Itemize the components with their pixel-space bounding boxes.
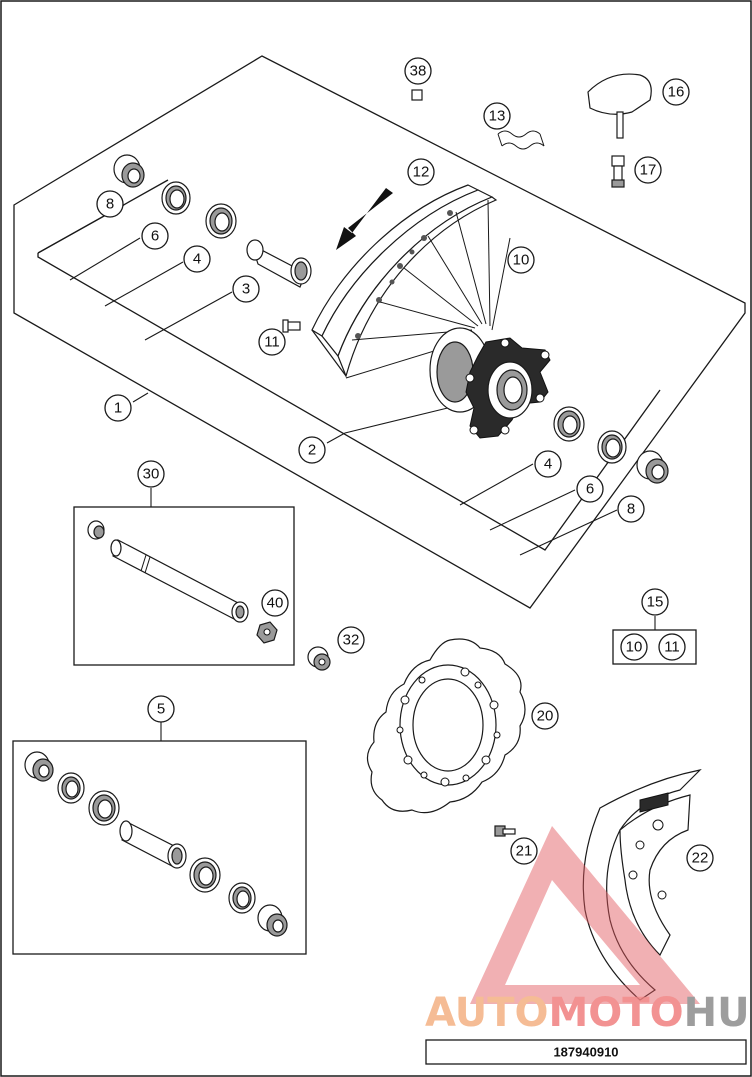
- svg-text:1: 1: [114, 400, 122, 417]
- kit5-spacer-left: [24, 751, 54, 782]
- axle-nut-40: [256, 621, 278, 644]
- bearing-4-top: [205, 203, 237, 239]
- callout-22: 22: [686, 844, 714, 872]
- svg-text:20: 20: [537, 708, 554, 725]
- disc-guard-22: [582, 769, 702, 1001]
- callout-16: 16: [662, 78, 690, 106]
- callout-40: 40: [261, 589, 289, 617]
- seal-6-bottom: [597, 430, 627, 464]
- svg-text:32: 32: [343, 632, 360, 649]
- collar-bushing-32: [307, 646, 331, 671]
- svg-text:17: 17: [640, 162, 657, 179]
- callout-30: 30: [137, 460, 165, 488]
- callout-11: 11: [258, 328, 286, 356]
- svg-text:5: 5: [157, 701, 165, 718]
- callout-1: 1: [104, 394, 132, 422]
- callout-3: 3: [232, 275, 260, 303]
- kit5-seal-left: [57, 772, 85, 804]
- valve-17: [611, 155, 625, 188]
- callout-17: 17: [634, 156, 662, 184]
- front-axle-kit-box: [73, 506, 295, 666]
- document-number: 187940910: [553, 1045, 618, 1060]
- wheel-assembly-frame: [13, 55, 746, 609]
- document-number-box: [425, 1039, 747, 1065]
- seal-6-top: [161, 181, 191, 215]
- spacer-sleeve-3: [246, 239, 312, 288]
- kit5-seal-right: [228, 882, 256, 914]
- leader-lines: [37, 204, 656, 741]
- axle-nut-30-cap: [87, 520, 105, 540]
- svg-text:10: 10: [626, 639, 643, 656]
- spoke-nipple-11: [282, 319, 301, 333]
- svg-text:6: 6: [586, 481, 594, 498]
- spacer-8-bottom: [636, 450, 669, 484]
- rim-2: [311, 184, 498, 378]
- callout-8-bottom: 8: [617, 495, 645, 523]
- valve-cap-38: [411, 89, 423, 101]
- bearing-kit-box: [12, 740, 307, 955]
- svg-text:38: 38: [410, 63, 427, 80]
- callout-13: 13: [483, 102, 511, 130]
- svg-text:3: 3: [242, 281, 250, 298]
- svg-text:8: 8: [627, 501, 635, 518]
- watermark-hub: HUB: [684, 990, 752, 1036]
- callout-6-bottom: 6: [576, 475, 604, 503]
- watermark-auto: AUTO: [425, 990, 549, 1036]
- svg-text:11: 11: [664, 639, 680, 656]
- svg-text:15: 15: [647, 594, 664, 611]
- svg-text:13: 13: [489, 108, 506, 125]
- svg-text:8: 8: [106, 196, 114, 213]
- svg-text:12: 12: [413, 164, 430, 181]
- kit5-sleeve: [119, 820, 187, 869]
- watermark-moto: MOTO: [549, 990, 684, 1036]
- front-axle: [110, 539, 249, 623]
- callout-20: 20: [531, 702, 559, 730]
- kit5-bearing-right: [189, 857, 221, 893]
- callout-15: 15: [641, 588, 669, 616]
- svg-text:11: 11: [264, 334, 280, 351]
- svg-text:4: 4: [193, 251, 201, 268]
- rim-frame-bottom: [37, 253, 661, 551]
- callout-4-top: 4: [183, 245, 211, 273]
- callout-6-top: 6: [141, 222, 169, 250]
- callout-38: 38: [404, 57, 432, 85]
- svg-text:2: 2: [308, 442, 316, 459]
- spoke-kit-box: [612, 629, 697, 665]
- rotation-arrow-12: [336, 188, 393, 250]
- svg-text:40: 40: [267, 595, 284, 612]
- wheel-stand-16: [587, 73, 652, 139]
- callout-15-11: 11: [658, 633, 686, 661]
- svg-text:30: 30: [143, 466, 160, 483]
- callout-2: 2: [298, 436, 326, 464]
- svg-text:10: 10: [513, 252, 530, 269]
- kit5-spacer-right: [257, 904, 288, 937]
- bearing-4-bottom: [553, 406, 585, 442]
- callout-5: 5: [147, 695, 175, 723]
- rim-tape-13: [497, 130, 545, 150]
- callout-10: 10: [507, 246, 535, 274]
- callout-8-top: 8: [96, 190, 124, 218]
- svg-text:4: 4: [544, 456, 552, 473]
- spacer-8-top: [113, 154, 145, 188]
- brake-disc-20: [366, 638, 526, 814]
- automotohub-watermark: AUTOMOTOHUB: [425, 826, 752, 1036]
- kit5-bearing-left: [88, 790, 120, 826]
- callout-32: 32: [337, 626, 365, 654]
- svg-text:6: 6: [151, 228, 159, 245]
- svg-text:22: 22: [692, 850, 709, 867]
- svg-text:AUTOMOTOHUB: AUTOMOTOHUB: [425, 990, 752, 1036]
- svg-text:16: 16: [668, 84, 685, 101]
- callout-15-10: 10: [620, 633, 648, 661]
- callout-12: 12: [407, 158, 435, 186]
- disc-screw-21: [494, 825, 516, 837]
- callout-21: 21: [510, 837, 538, 865]
- wheel-hub: [429, 327, 551, 439]
- watermark-triangle-logo: [470, 826, 700, 1004]
- callout-4-bottom: 4: [534, 450, 562, 478]
- svg-text:21: 21: [516, 843, 533, 860]
